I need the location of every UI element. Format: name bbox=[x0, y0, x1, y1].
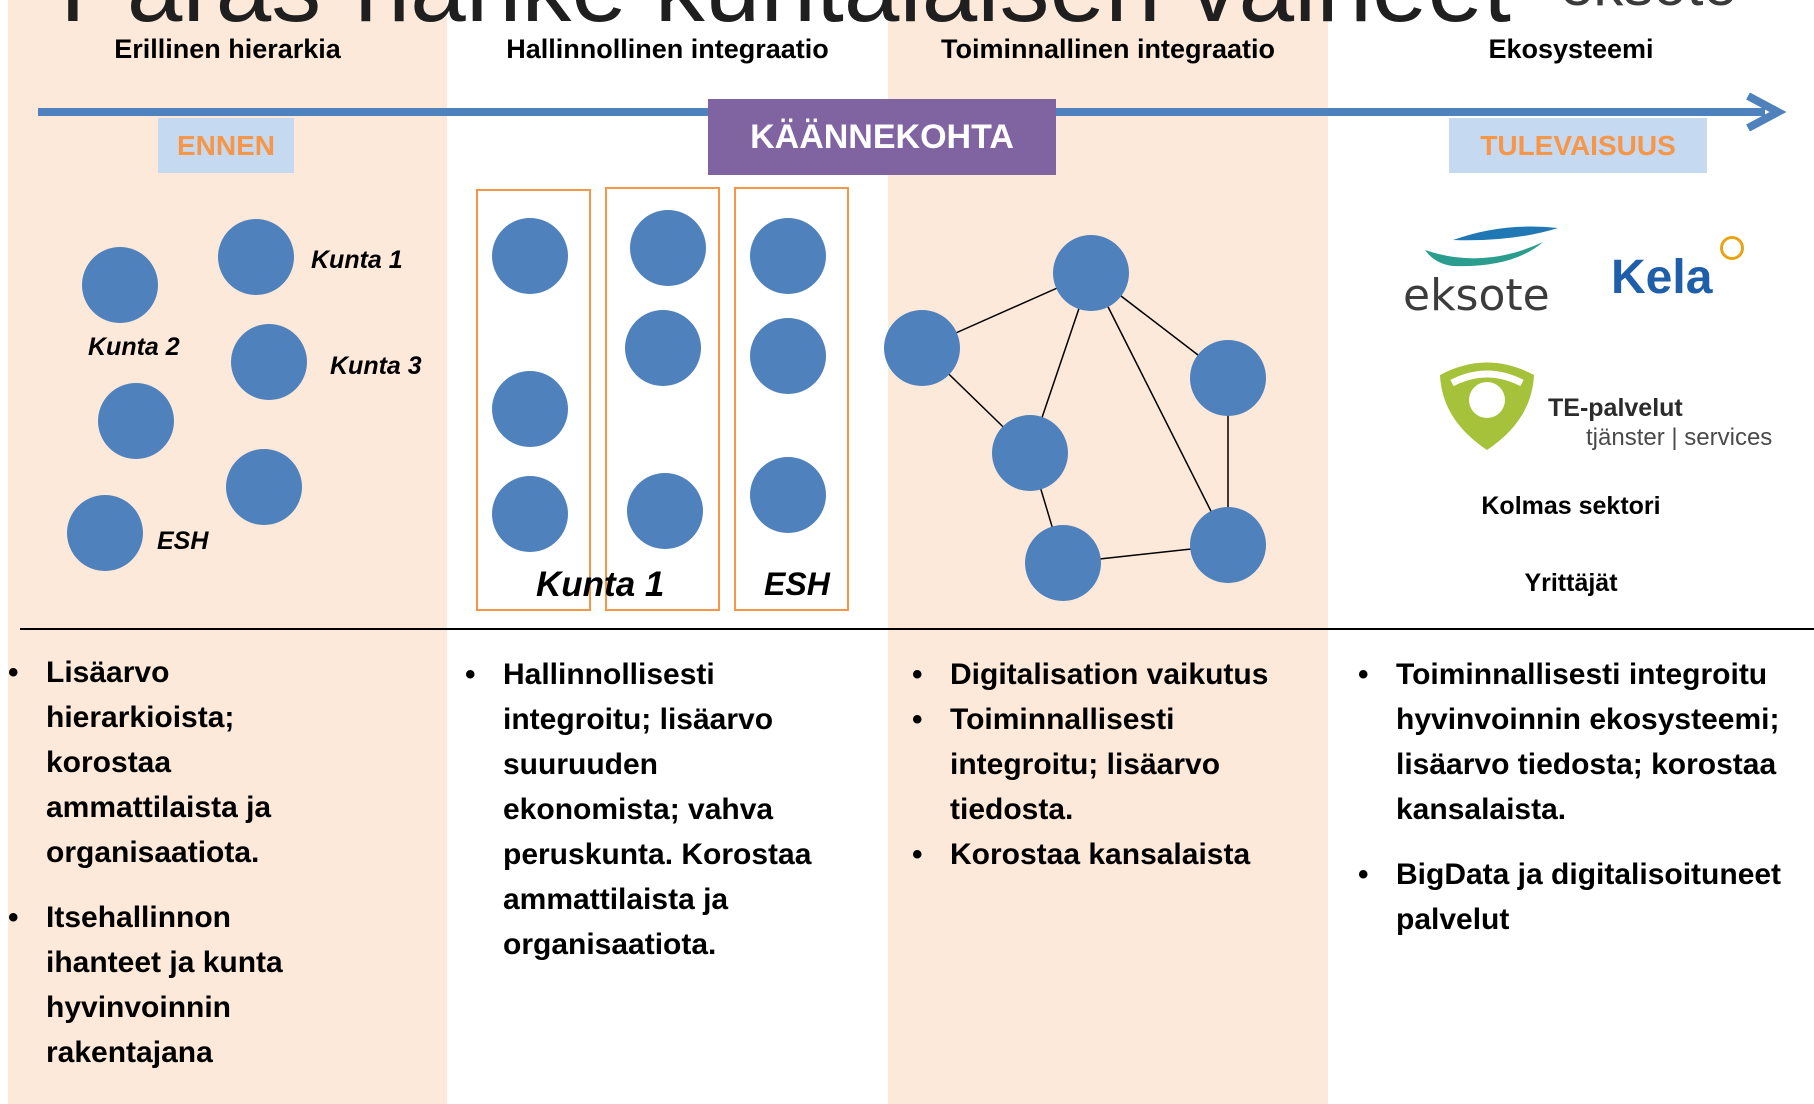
node-col2-b bbox=[492, 371, 568, 447]
node-col1-f bbox=[67, 495, 143, 571]
bullet-item: BigData ja digitalisoituneet palvelut bbox=[1358, 852, 1808, 942]
tag-kaannekohta: KÄÄNNEKOHTA bbox=[708, 99, 1056, 175]
te-palvelut-line2: tjänster | services bbox=[1586, 424, 1773, 451]
slide-title: Paras-hanke kuntalaisen vaiheet bbox=[60, 0, 1511, 45]
label-box-kunta-1: Kunta 1 bbox=[536, 565, 665, 604]
node-col2-f bbox=[627, 473, 703, 549]
network-node-center bbox=[992, 415, 1068, 491]
column-header-1: Erillinen hierarkia bbox=[114, 34, 341, 64]
bullet-item: Lisäarvo hierarkioista; korostaa ammatti… bbox=[8, 650, 308, 875]
bullets-col4: Toiminnallisesti integroitu hyvinvoinnin… bbox=[1358, 652, 1808, 942]
tag-ennen: ENNEN bbox=[158, 118, 294, 173]
bullet-item: Hallinnollisesti integroitu; lisäarvo su… bbox=[465, 652, 830, 967]
node-col2-c bbox=[492, 476, 568, 552]
label-kunta-1: Kunta 1 bbox=[311, 246, 403, 274]
network-edges bbox=[921, 272, 1229, 564]
label-kunta-3: Kunta 3 bbox=[330, 352, 422, 380]
label-kunta-2: Kunta 2 bbox=[88, 333, 180, 361]
label-box-esh: ESH bbox=[764, 566, 830, 602]
kela-badge-icon bbox=[1720, 236, 1744, 260]
tag-tulevaisuus: TULEVAISUUS bbox=[1449, 118, 1707, 173]
eksote-logo-text: eksote bbox=[1403, 270, 1550, 321]
horizontal-divider bbox=[20, 628, 1814, 630]
node-col1-a bbox=[82, 247, 158, 323]
node-col2-g bbox=[750, 218, 826, 294]
bullet-item: Itsehallinnon ihanteet ja kunta hyvinvoi… bbox=[8, 895, 308, 1075]
network-node-left bbox=[884, 310, 960, 386]
eksote-swoosh-icon bbox=[1425, 226, 1558, 267]
label-esh: ESH bbox=[157, 527, 209, 555]
timeline-arrow-head bbox=[1746, 92, 1787, 132]
node-col2-i bbox=[750, 457, 826, 533]
node-col2-h bbox=[750, 318, 826, 394]
node-col2-a bbox=[492, 218, 568, 294]
bullet-item: Digitalisation vaikutus bbox=[912, 652, 1292, 697]
network-node-bottom-right bbox=[1190, 507, 1266, 583]
column-header-2: Hallinnollinen integraatio bbox=[506, 34, 829, 64]
group-box-1 bbox=[476, 189, 591, 611]
network-node-top bbox=[1053, 235, 1129, 311]
bullet-item: Toiminnallisesti integroitu hyvinvoinnin… bbox=[1358, 652, 1808, 832]
kela-logo-text: Kela bbox=[1611, 251, 1713, 304]
bullet-item: Korostaa kansalaista bbox=[912, 832, 1292, 877]
group-box-2 bbox=[605, 187, 720, 611]
network-node-right bbox=[1190, 340, 1266, 416]
label-kolmas-sektori: Kolmas sektori bbox=[1481, 492, 1661, 520]
bullets-col1: Lisäarvo hierarkioista; korostaa ammatti… bbox=[8, 650, 308, 1075]
bullet-item: Toiminnallisesti integroitu; lisäarvo ti… bbox=[912, 697, 1292, 832]
group-box-3 bbox=[734, 187, 849, 611]
node-col1-b bbox=[218, 219, 294, 295]
node-col2-d bbox=[630, 210, 706, 286]
te-palvelut-line1: TE-palvelut bbox=[1548, 394, 1683, 422]
node-col1-c bbox=[231, 324, 307, 400]
column-header-3: Toiminnallinen integraatio bbox=[940, 34, 1276, 64]
corner-logo-text: eksote bbox=[1560, 0, 1737, 19]
node-col1-d bbox=[98, 383, 174, 459]
bullets-col3: Digitalisation vaikutus Toiminnallisesti… bbox=[912, 652, 1292, 877]
network-node-bottom bbox=[1025, 525, 1101, 601]
label-yrittajat: Yrittäjät bbox=[1524, 569, 1618, 597]
te-palvelut-logo-icon bbox=[1440, 362, 1534, 450]
node-col2-e bbox=[625, 310, 701, 386]
bullets-col2: Hallinnollisesti integroitu; lisäarvo su… bbox=[465, 652, 830, 967]
node-col1-e bbox=[226, 449, 302, 525]
column-header-4: Ekosysteemi bbox=[1488, 34, 1654, 64]
